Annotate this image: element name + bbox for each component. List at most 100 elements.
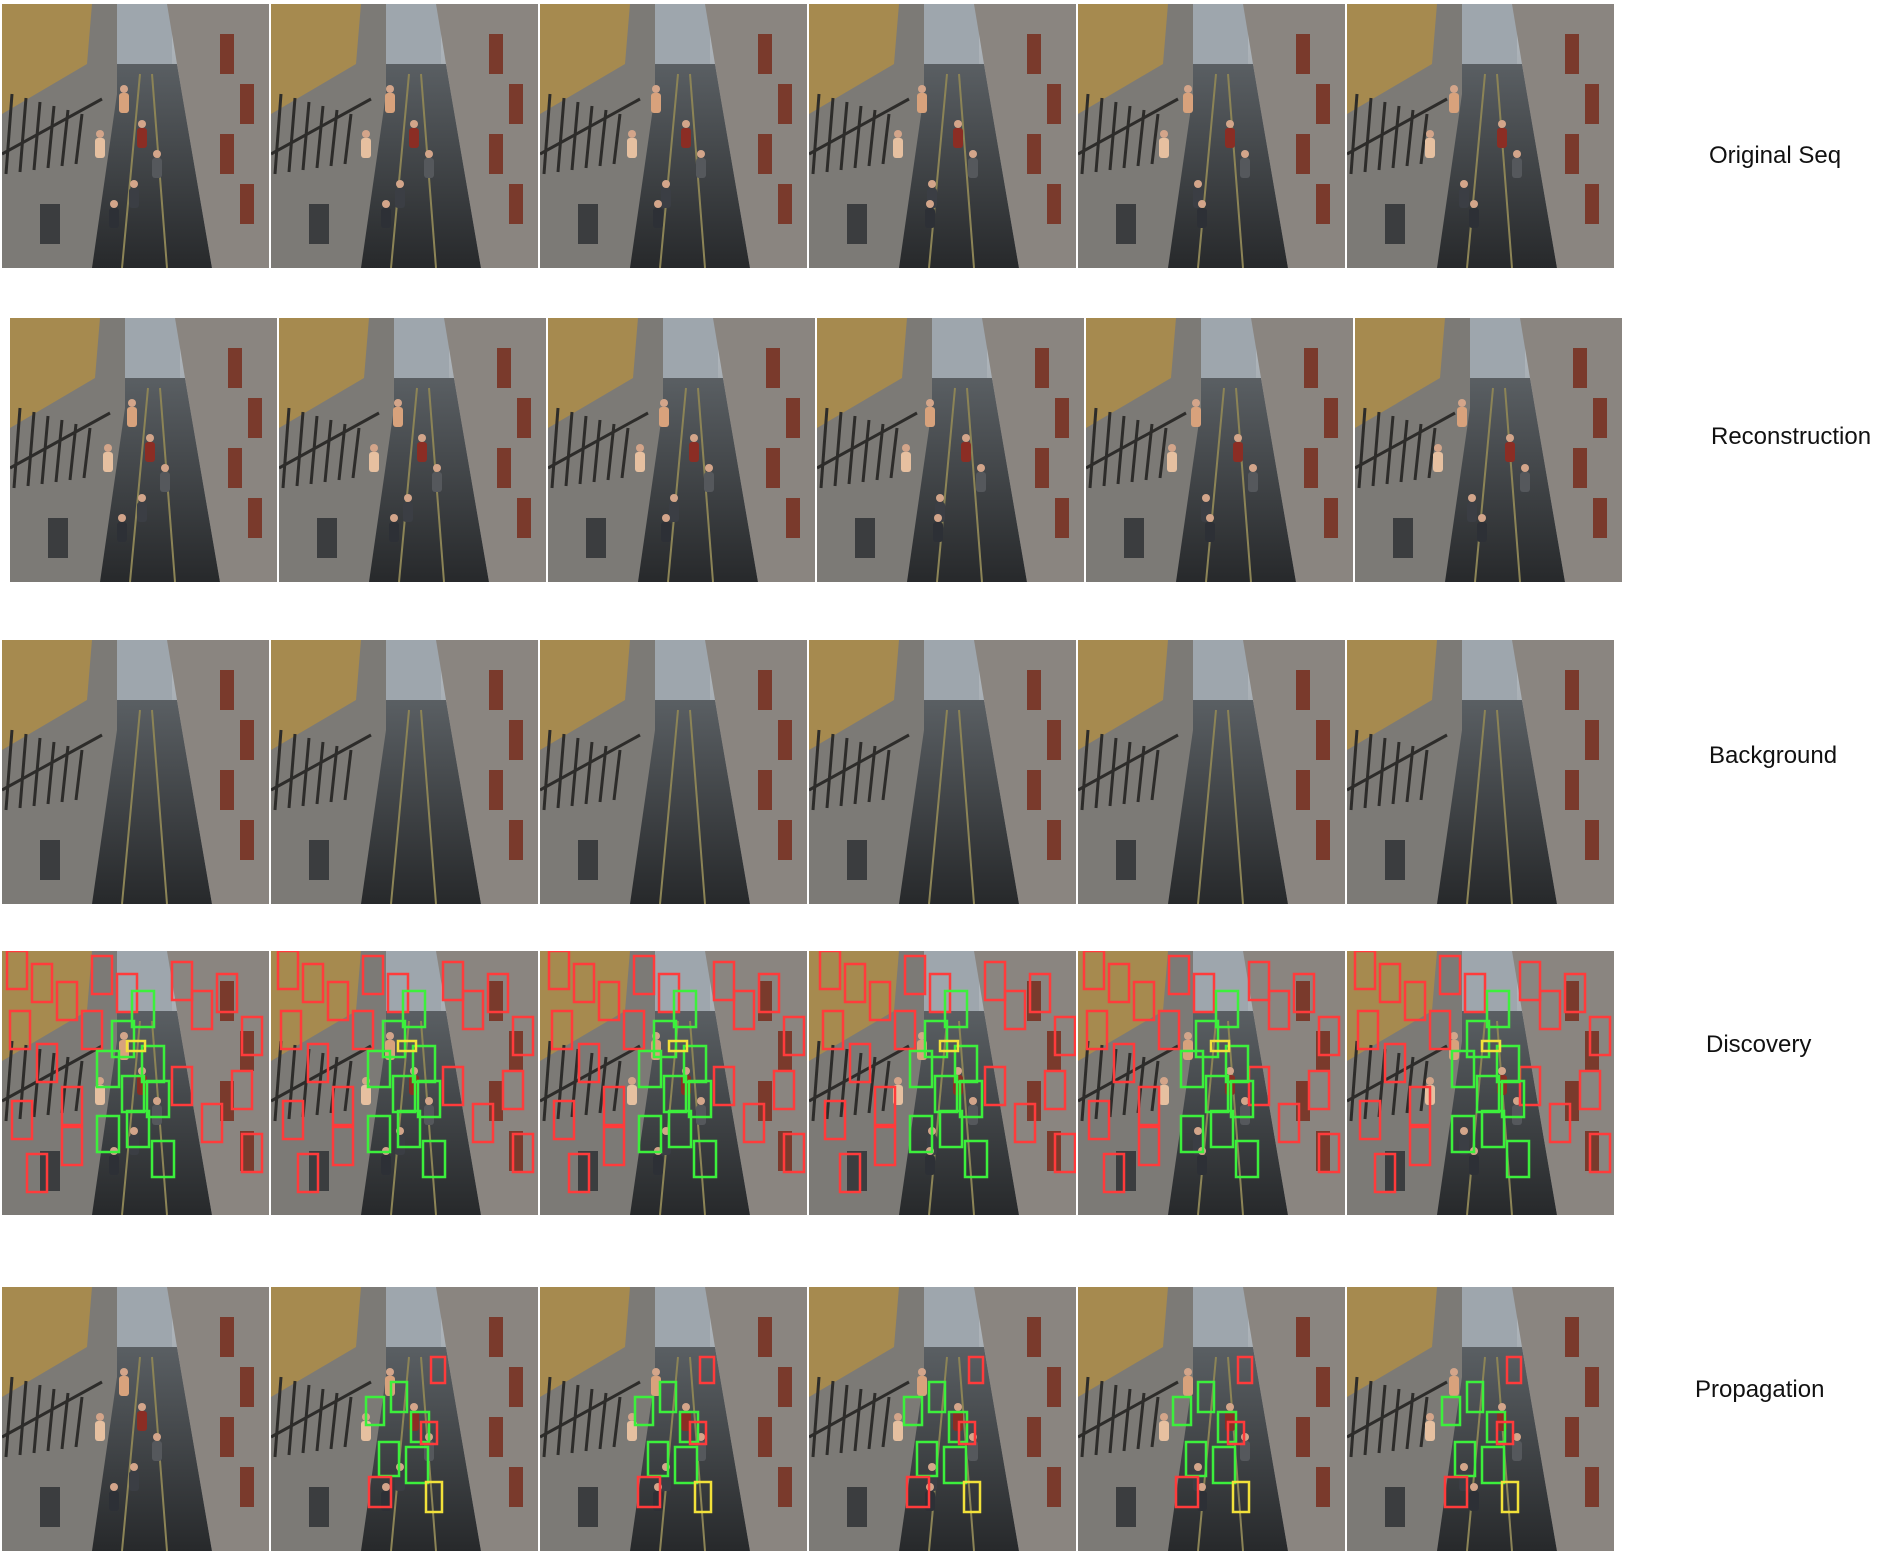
bounding-box bbox=[1548, 1102, 1572, 1144]
bounding-box bbox=[230, 1069, 254, 1111]
bounding-box bbox=[190, 989, 214, 1031]
bounding-box bbox=[1003, 989, 1027, 1031]
bounding-box bbox=[1428, 1009, 1452, 1051]
alley-scene-image bbox=[540, 640, 807, 904]
bounding-box bbox=[80, 1009, 104, 1051]
bounding-box bbox=[404, 1445, 430, 1485]
bounding-box bbox=[652, 1019, 678, 1059]
bounding-box bbox=[25, 1152, 49, 1194]
bounding-box bbox=[1234, 1139, 1260, 1179]
bounding-box bbox=[306, 1042, 330, 1084]
bounding-box bbox=[240, 1132, 264, 1174]
bounding-box bbox=[396, 1109, 422, 1149]
bounding-box bbox=[1192, 972, 1216, 1014]
bounding-box bbox=[1518, 1065, 1542, 1107]
alley-scene-image bbox=[540, 951, 807, 1215]
bounding-box bbox=[687, 1079, 713, 1119]
alley-scene-image bbox=[10, 318, 277, 582]
bounding-box bbox=[1137, 1125, 1161, 1167]
bounding-box bbox=[693, 1480, 713, 1514]
bounding-box bbox=[962, 1480, 982, 1514]
bounding-box bbox=[688, 1420, 708, 1446]
bounding-box bbox=[419, 1420, 439, 1446]
bounding-box bbox=[1408, 1125, 1432, 1167]
bounding-box bbox=[486, 972, 510, 1014]
bounding-box bbox=[602, 1085, 626, 1127]
bounding-box bbox=[60, 1125, 84, 1167]
bounding-box bbox=[1171, 1395, 1193, 1427]
bounding-box bbox=[1505, 1355, 1523, 1385]
bounding-box bbox=[1174, 1475, 1200, 1509]
bounding-box bbox=[1495, 1420, 1515, 1446]
bounding-box bbox=[1383, 1042, 1407, 1084]
bounding-box bbox=[401, 989, 427, 1029]
bounding-box bbox=[364, 1395, 386, 1427]
bounding-box bbox=[928, 972, 952, 1014]
bounding-box bbox=[1137, 1085, 1161, 1127]
bounding-box bbox=[441, 960, 465, 1002]
frame-image bbox=[548, 318, 815, 582]
bounding-box bbox=[1443, 1475, 1469, 1509]
bounding-box bbox=[712, 960, 736, 1002]
bounding-box bbox=[1107, 962, 1131, 1004]
bounding-box bbox=[8, 1009, 32, 1051]
bounding-box bbox=[429, 1355, 447, 1385]
bounding-box bbox=[903, 954, 927, 996]
row-original-seq bbox=[0, 4, 1884, 272]
bounding-box bbox=[1167, 954, 1191, 996]
bounding-box bbox=[657, 972, 681, 1014]
bounding-box bbox=[1463, 972, 1487, 1014]
bounding-box bbox=[672, 989, 698, 1029]
bounding-box bbox=[602, 1125, 626, 1167]
bounding-box bbox=[145, 1079, 171, 1119]
bounding-box bbox=[381, 1019, 407, 1059]
bounding-box bbox=[1356, 1009, 1380, 1051]
bounding-box bbox=[331, 1085, 355, 1127]
bounding-box bbox=[983, 960, 1007, 1002]
bounding-box bbox=[1209, 1039, 1231, 1053]
bounding-box bbox=[1317, 1132, 1341, 1174]
label-discovery: Discovery bbox=[1706, 1031, 1812, 1058]
bounding-box bbox=[963, 1139, 989, 1179]
bounding-box bbox=[1209, 1109, 1235, 1149]
bounding-box bbox=[501, 1069, 525, 1111]
bounding-box bbox=[1438, 954, 1462, 996]
label-original-seq: Original Seq bbox=[1709, 142, 1842, 169]
bounding-box bbox=[55, 980, 79, 1022]
bounding-box bbox=[150, 1139, 176, 1179]
bounding-box bbox=[908, 1114, 934, 1154]
bounding-box bbox=[1450, 1049, 1476, 1089]
row-reconstruction bbox=[0, 318, 1884, 586]
bounding-box bbox=[215, 972, 239, 1014]
bounding-box bbox=[552, 1099, 576, 1141]
bounding-box bbox=[667, 1109, 693, 1149]
alley-scene-image bbox=[2, 640, 269, 904]
bounding-box bbox=[1500, 1480, 1520, 1514]
bounding-box bbox=[351, 1009, 375, 1051]
bounding-box bbox=[367, 1475, 393, 1509]
bounding-box bbox=[1112, 1042, 1136, 1084]
bounding-box bbox=[389, 1380, 409, 1414]
alley-scene-image bbox=[809, 4, 1076, 268]
bounding-box bbox=[1440, 1395, 1462, 1427]
bounding-box bbox=[1211, 1445, 1237, 1485]
bounding-box bbox=[757, 972, 781, 1014]
bounding-box bbox=[115, 972, 139, 1014]
frame-image bbox=[1347, 951, 1614, 1215]
bounding-box bbox=[698, 1355, 716, 1385]
bounding-box bbox=[5, 951, 29, 991]
bounding-box bbox=[30, 962, 54, 1004]
alley-scene-image bbox=[1078, 640, 1345, 904]
frame-image bbox=[1078, 1287, 1345, 1551]
bounding-box bbox=[1465, 1019, 1491, 1059]
bounding-box bbox=[1505, 1139, 1531, 1179]
bounding-box bbox=[1179, 1114, 1205, 1154]
bounding-box bbox=[421, 1139, 447, 1179]
frame-image bbox=[271, 640, 538, 904]
bounding-box bbox=[782, 1015, 806, 1057]
bounding-box bbox=[1028, 972, 1052, 1014]
bounding-box bbox=[200, 1102, 224, 1144]
bounding-box bbox=[923, 1019, 949, 1059]
row-discovery bbox=[0, 951, 1884, 1219]
bounding-box bbox=[1485, 989, 1511, 1029]
